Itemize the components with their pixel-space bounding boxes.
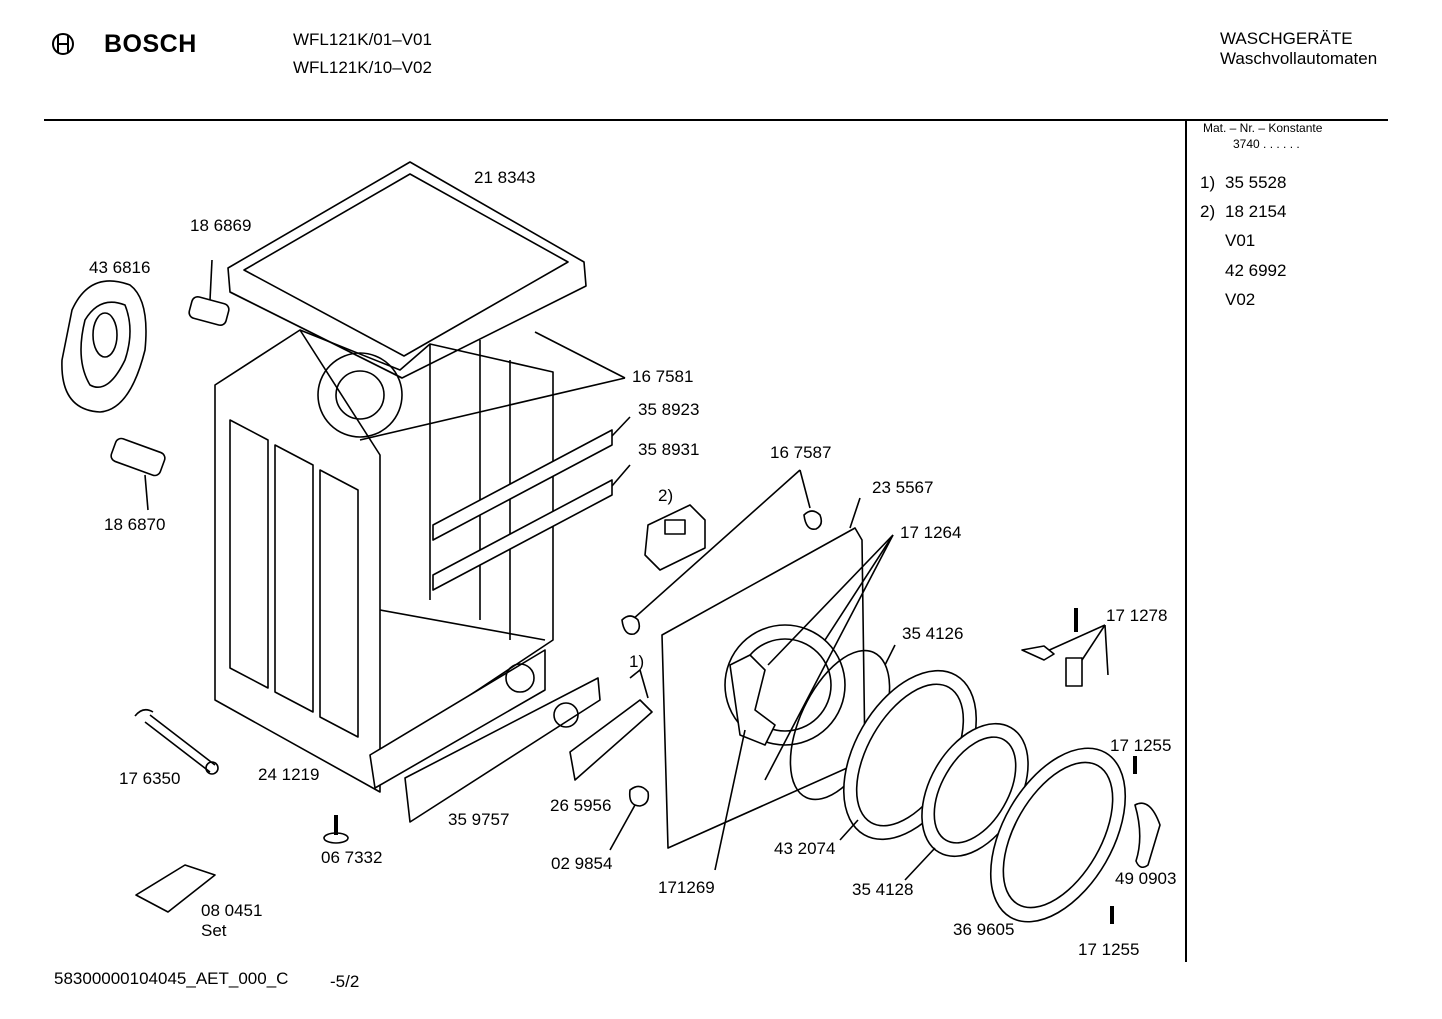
page-indicator: -5/2: [330, 972, 360, 991]
part-label: 16 7587: [770, 443, 832, 462]
part-label: 43 6816: [89, 258, 151, 277]
part-label: 26 5956: [550, 796, 612, 815]
part-label: 17 1255: [1110, 736, 1172, 755]
part-label: 18 6869: [190, 216, 252, 235]
rail-358923: [432, 429, 613, 541]
transport-bracket-set: [135, 864, 216, 913]
part-label: 35 4126: [902, 624, 964, 643]
model-number-1: WFL121K/01–V01: [293, 30, 432, 49]
note-text: V02: [1225, 290, 1256, 309]
rail-358931: [432, 479, 613, 591]
document-code: 58300000104045_AET_000_C: [54, 969, 289, 988]
part-label: 02 9854: [551, 854, 613, 873]
control-panel-part: [404, 669, 653, 823]
category-subtitle: Waschvollautomaten: [1220, 49, 1378, 68]
note-marker: 2): [1200, 202, 1216, 221]
part-label: 08 0451: [201, 901, 263, 920]
cabinet-housing: [214, 329, 554, 793]
part-label: 16 7581: [632, 367, 694, 386]
part-label: 17 1255: [1078, 940, 1140, 959]
part-label: 36 9605: [953, 920, 1015, 939]
note-text: 18 2154: [1225, 202, 1287, 221]
part-label: 49 0903: [1115, 869, 1177, 888]
brush-part-bottom: [110, 437, 166, 511]
part-label: 23 5567: [872, 478, 934, 497]
wrench-tool: [134, 708, 219, 775]
part-label: 35 4128: [852, 880, 914, 899]
rear-cover-part: [61, 280, 147, 413]
part-label: 17 1278: [1106, 606, 1168, 625]
part-label: 17 1264: [900, 523, 962, 542]
note-text: 42 6992: [1225, 261, 1287, 280]
door-lock-part: [644, 504, 706, 571]
part-label: Set: [201, 921, 227, 940]
adjustable-foot-part: [323, 815, 349, 844]
part-label: 17 6350: [119, 769, 181, 788]
part-label: 35 8923: [638, 400, 700, 419]
door-ring-outer-part: [989, 747, 1127, 923]
part-label: 35 9757: [448, 810, 510, 829]
note-text: V01: [1225, 231, 1256, 250]
part-label: 24 1219: [258, 765, 320, 784]
model-number-2: WFL121K/10–V02: [293, 58, 432, 77]
part-label: 35 8931: [638, 440, 700, 459]
note-text: 35 5528: [1225, 173, 1287, 192]
mat-title: Mat. – Nr. – Konstante: [1203, 121, 1323, 135]
part-label: 18 6870: [104, 515, 166, 534]
category-title: WASCHGERÄTE: [1220, 29, 1353, 48]
worktop-part: [227, 161, 587, 379]
part-label: 21 8343: [474, 168, 536, 187]
part-label: 1): [629, 652, 645, 671]
bosch-logo-icon: [52, 33, 74, 55]
part-label: 171269: [658, 878, 715, 897]
part-label: 06 7332: [321, 848, 383, 867]
brand-name: BOSCH: [104, 30, 197, 58]
front-panel-part: [661, 497, 866, 849]
part-label: 2): [658, 486, 674, 505]
part-label: 43 2074: [774, 839, 836, 858]
brush-part-top: [188, 259, 230, 326]
door-handle-part: [1134, 802, 1161, 869]
mat-value: 3740 . . . . . .: [1233, 137, 1300, 151]
note-marker: 1): [1200, 173, 1216, 192]
